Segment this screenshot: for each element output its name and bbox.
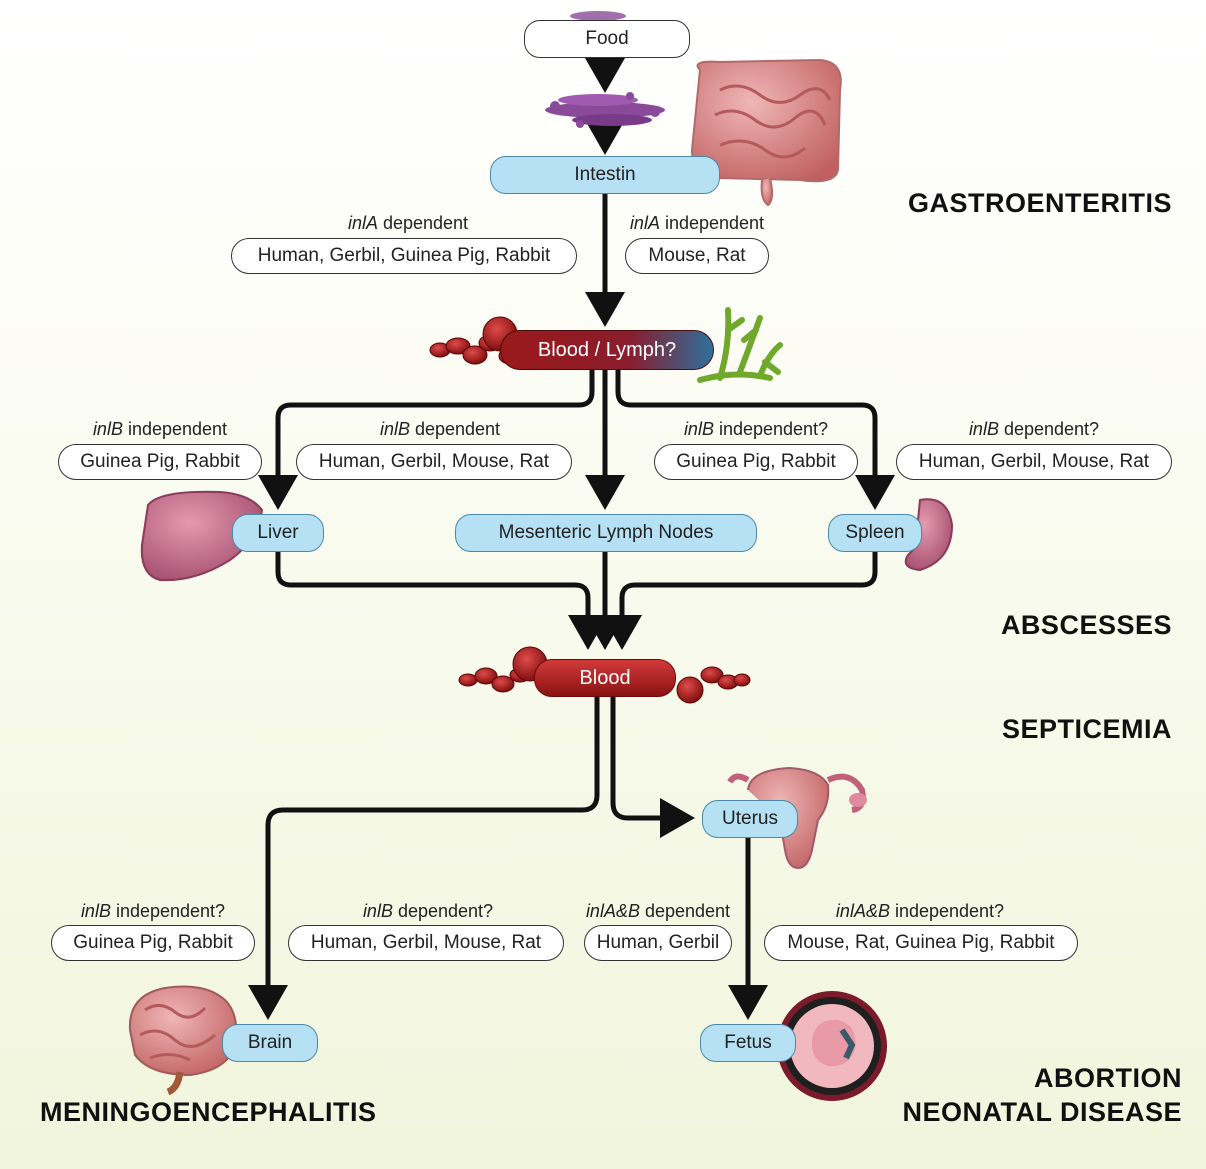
hosts-spleen-left: Guinea Pig, Rabbit — [654, 444, 858, 480]
dep-text: independent? — [890, 901, 1004, 921]
disease-abortion: ABORTION — [1034, 1063, 1182, 1094]
hosts-intestine-right: Mouse, Rat — [625, 238, 769, 274]
gene-name: inlA — [348, 213, 378, 233]
gene-name: inlB — [684, 419, 714, 439]
spleen-node: Spleen — [828, 514, 922, 552]
gene-name: inlB — [380, 419, 410, 439]
dep-label-liver: inlB independent — [93, 419, 227, 440]
blood-node: Blood — [534, 659, 676, 697]
hosts-intestine-left: Human, Gerbil, Guinea Pig, Rabbit — [231, 238, 577, 274]
food-node: Food — [524, 20, 690, 58]
disease-abscesses: ABSCESSES — [1001, 610, 1172, 641]
gene-name: inlB — [93, 419, 123, 439]
disease-gastroenteritis: GASTROENTERITIS — [908, 188, 1172, 219]
mln-node: Mesenteric Lymph Nodes — [455, 514, 757, 552]
dep-label-spleen-right: inlB dependent? — [969, 419, 1099, 440]
arrow-blood-brain — [268, 697, 597, 1015]
arrow-liver-blood — [278, 552, 588, 645]
fetus-node: Fetus — [700, 1024, 796, 1062]
dep-text: independent — [123, 419, 227, 439]
dep-text: dependent? — [999, 419, 1099, 439]
dep-text: independent? — [714, 419, 828, 439]
hosts-fetus-left: Human, Gerbil — [584, 925, 732, 961]
dep-label-brain-left: inlB independent? — [81, 901, 225, 922]
gene-name: inlA — [630, 213, 660, 233]
gene-name: inlA&B — [836, 901, 890, 921]
uterus-node: Uterus — [702, 800, 798, 838]
gene-name: inlB — [969, 419, 999, 439]
arrow-spleen-blood — [622, 552, 875, 645]
disease-septicemia: SEPTICEMIA — [1002, 714, 1172, 745]
hosts-fetus-right: Mouse, Rat, Guinea Pig, Rabbit — [764, 925, 1078, 961]
dep-label-intestine-right: inlA independent — [630, 213, 764, 234]
dep-label-fetus-right: inlA&B independent? — [836, 901, 1004, 922]
blood-lymph-node: Blood / Lymph? — [500, 330, 714, 370]
dep-label-spleen-left: inlB independent? — [684, 419, 828, 440]
brain-node: Brain — [222, 1024, 318, 1062]
dep-text: independent? — [111, 901, 225, 921]
hosts-spleen-right: Human, Gerbil, Mouse, Rat — [896, 444, 1172, 480]
dep-text: independent — [660, 213, 764, 233]
dep-text: dependent? — [393, 901, 493, 921]
dep-label-mln: inlB dependent — [380, 419, 500, 440]
hosts-mln: Human, Gerbil, Mouse, Rat — [296, 444, 572, 480]
dep-text: dependent — [410, 419, 500, 439]
hosts-brain-left: Guinea Pig, Rabbit — [51, 925, 255, 961]
dep-text: dependent — [378, 213, 468, 233]
hosts-liver: Guinea Pig, Rabbit — [58, 444, 262, 480]
hosts-brain-right: Human, Gerbil, Mouse, Rat — [288, 925, 564, 961]
brain-icon — [130, 987, 236, 1093]
disease-meningoencephalitis: MENINGOENCEPHALITIS — [40, 1097, 377, 1128]
arrow-blood-uterus — [613, 697, 690, 818]
gene-name: inlA&B — [586, 901, 640, 921]
dep-label-brain-right: inlB dependent? — [363, 901, 493, 922]
disease-neonatal: NEONATAL DISEASE — [902, 1097, 1182, 1128]
intestin-node: Intestin — [490, 156, 720, 194]
dep-label-fetus-left: inlA&B dependent — [586, 901, 730, 922]
gene-name: inlB — [363, 901, 393, 921]
liver-node: Liver — [232, 514, 324, 552]
dep-label-intestine-left: inlA dependent — [348, 213, 468, 234]
dep-text: dependent — [640, 901, 730, 921]
gene-name: inlB — [81, 901, 111, 921]
